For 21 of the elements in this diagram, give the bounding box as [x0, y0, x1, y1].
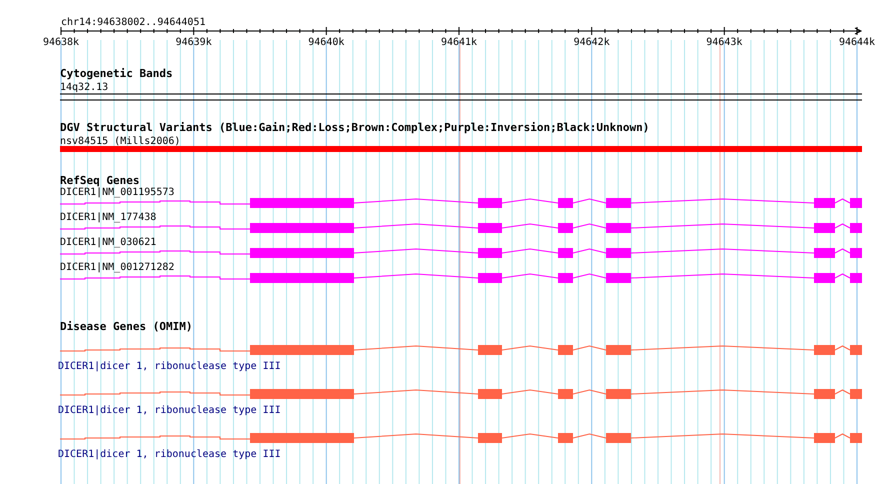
tick-label: 94644k — [838, 37, 876, 48]
transcript-label: DICER1|NM_177438 — [60, 212, 156, 223]
tick-label: 94640k — [308, 37, 344, 48]
track-heading: Disease Genes (OMIM) — [60, 321, 192, 332]
tick-label: 94643k — [706, 37, 742, 48]
transcript-label: DICER1|NM_001195573 — [60, 187, 174, 198]
transcript-label: DICER1|NM_030621 — [60, 237, 156, 248]
gene-label: DICER1|dicer 1, ribonuclease type III — [58, 405, 281, 416]
tick-label: 94638k — [42, 37, 80, 48]
gene-label: DICER1|dicer 1, ribonuclease type III — [58, 449, 281, 460]
transcript-label: DICER1|NM_001271282 — [60, 262, 174, 273]
locus-label: chr14:94638002..94644051 — [61, 17, 206, 28]
variant-label: nsv84515 (Mills2006) — [60, 136, 180, 147]
tick-label: 94642k — [574, 37, 610, 48]
track-heading: Cytogenetic Bands — [60, 68, 173, 79]
tick-label: 94641k — [440, 37, 478, 48]
gene-label: DICER1|dicer 1, ribonuclease type III — [58, 361, 281, 372]
band-label: 14q32.13 — [60, 82, 108, 93]
track-heading: RefSeq Genes — [60, 175, 140, 186]
track-heading: DGV Structural Variants (Blue:Gain;Red:Loss;Brown:Complex;Purple:Inversion;Black:Unknown) — [60, 122, 650, 133]
tick-label: 94639k — [176, 37, 212, 48]
